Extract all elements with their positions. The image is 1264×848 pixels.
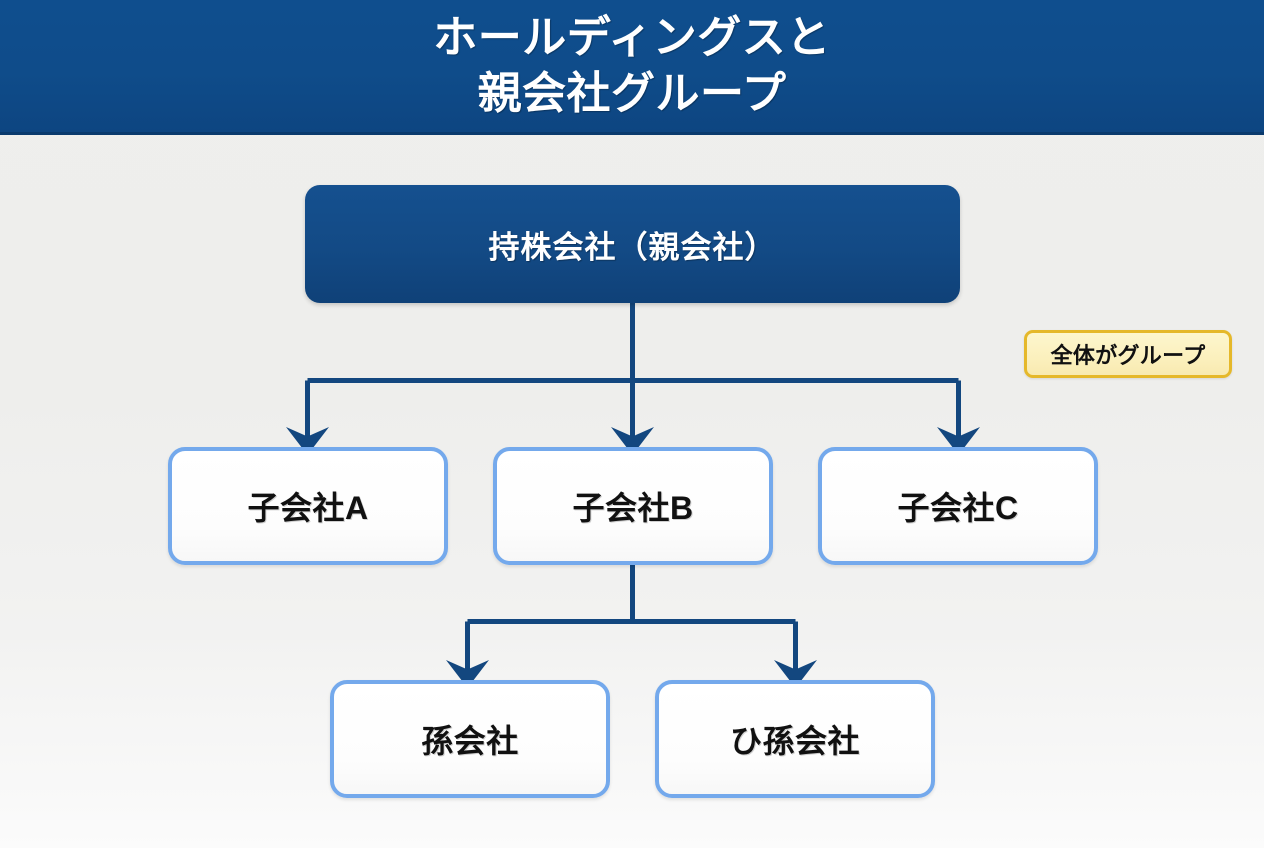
node-subsidiary-c[interactable]: 子会社C [818, 447, 1098, 565]
node-great-grandchild-company[interactable]: ひ孫会社 [655, 680, 935, 798]
page-title-line-2: 親会社グループ [477, 69, 787, 118]
node-grandchild-company[interactable]: 孫会社 [330, 680, 610, 798]
node-subsidiary-b[interactable]: 子会社B [493, 447, 773, 565]
node-subsidiary-a[interactable]: 子会社A [168, 447, 448, 565]
node-holding-company-label: 持株会社（親会社） [488, 229, 777, 265]
group-scope-badge-label: 全体がグループ [1050, 343, 1206, 368]
page-title-line-1: ホールディングスと [433, 13, 831, 62]
node-great-grandchild-company-label: ひ孫会社 [729, 723, 860, 759]
node-subsidiary-c-label: 子会社C [897, 490, 1019, 526]
node-subsidiary-b-label: 子会社B [572, 490, 694, 526]
header-banner: ホールディングスと 親会社グループ [0, 0, 1264, 135]
node-subsidiary-a-label: 子会社A [247, 490, 369, 526]
node-grandchild-company-label: 孫会社 [421, 723, 519, 759]
group-scope-badge: 全体がグループ [1024, 330, 1232, 378]
node-holding-company[interactable]: 持株会社（親会社） [305, 185, 960, 303]
